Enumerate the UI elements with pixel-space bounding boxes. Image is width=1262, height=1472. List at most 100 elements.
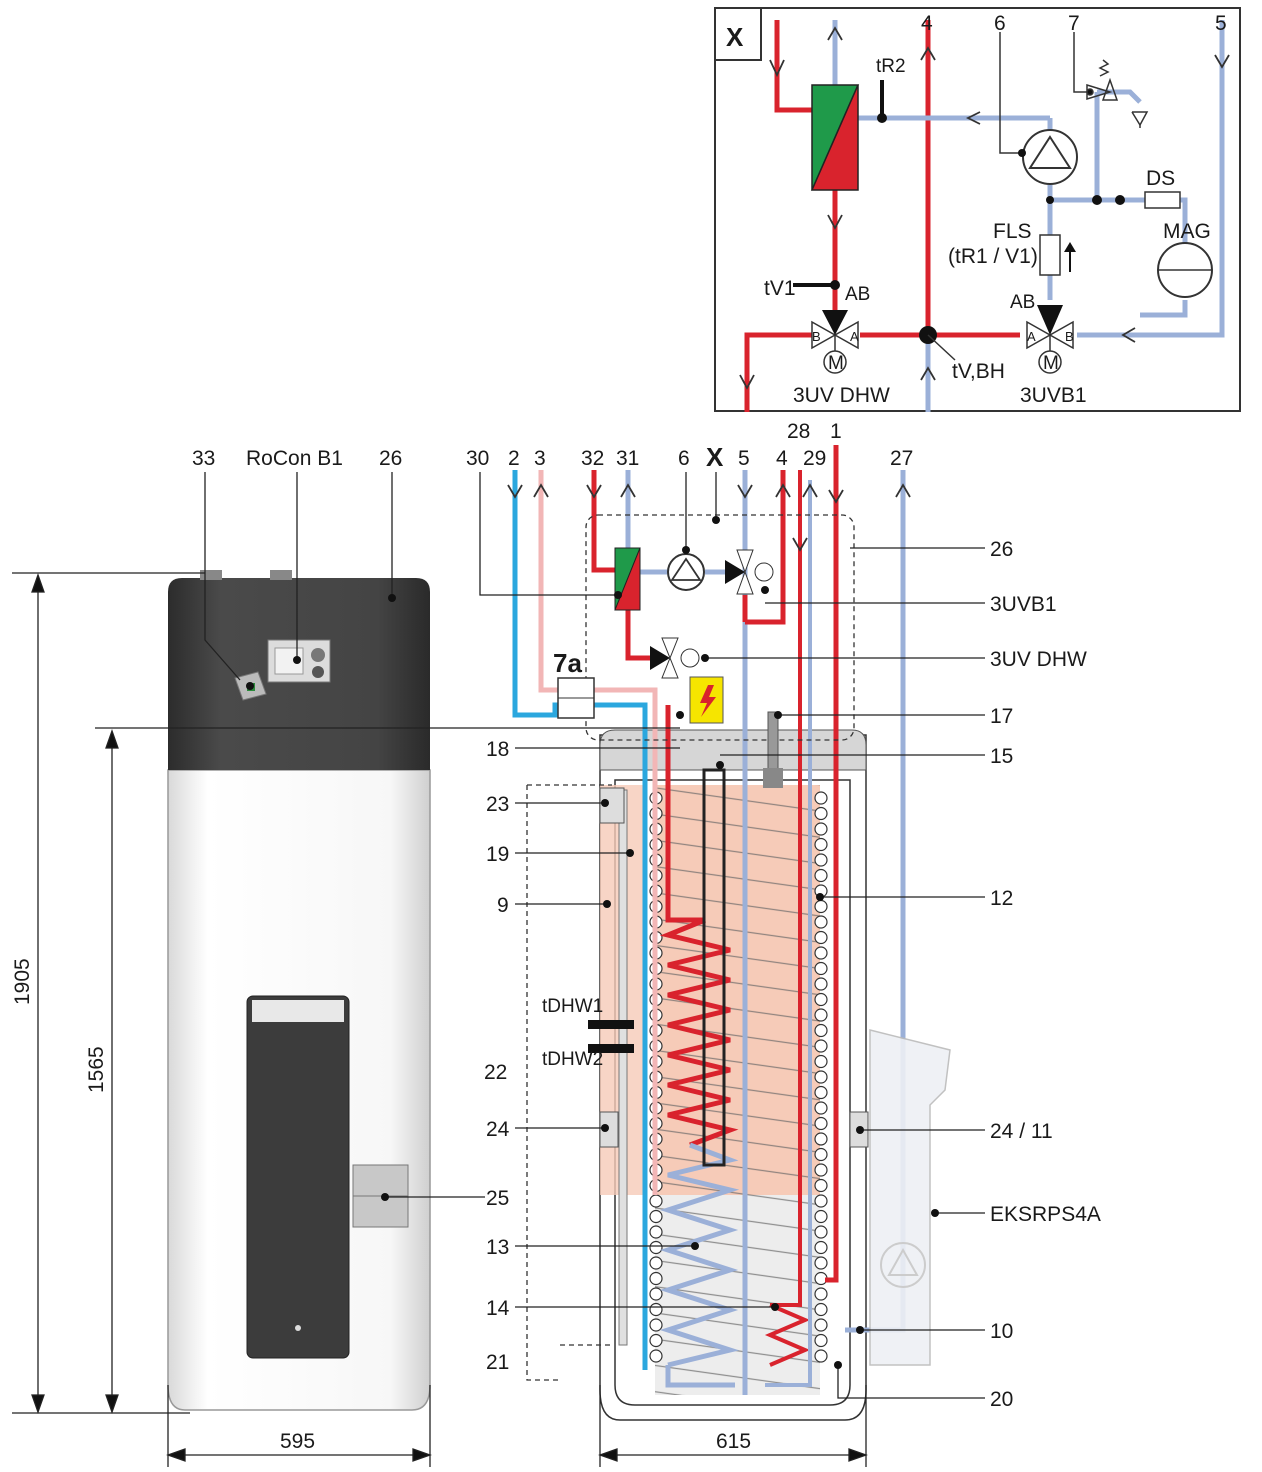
dim-595: 595: [280, 1430, 315, 1453]
inset-ab-left: AB: [845, 284, 870, 305]
label-29: 29: [803, 447, 826, 470]
label-13: 13: [486, 1236, 509, 1259]
inset-badge-box: [714, 7, 762, 61]
coil-tube-circle: [814, 1163, 828, 1177]
leader-lines: [204, 472, 985, 1399]
inset-valve-3uv-dhw: M B A: [811, 310, 859, 374]
label-19: 19: [486, 843, 509, 866]
coil-tube-circle: [649, 1240, 663, 1255]
front-view-unit: [167, 570, 431, 1411]
label-17: 17: [990, 705, 1013, 728]
dimension-lines: [12, 572, 868, 1467]
label-15: 15: [990, 745, 1013, 768]
coil-tube-circle: [814, 1256, 828, 1270]
label-4: 4: [776, 447, 788, 470]
coil-tube-circle: [649, 1287, 663, 1301]
coil-tube-circle: [814, 1318, 828, 1332]
coil-tube-circle: [814, 1194, 828, 1208]
section-valve-3uv-dhw: [650, 637, 700, 679]
coil-tube-circle: [814, 1349, 828, 1363]
label-10: 10: [990, 1320, 1013, 1343]
coil-tube-circle: [814, 961, 828, 976]
pipe-32: [591, 470, 615, 573]
inset-frame: [714, 7, 1241, 412]
coil-tube-circle: [649, 1318, 663, 1332]
inset-valve-right-label: 3UVB1: [1020, 384, 1087, 407]
coil-tube-circle: [814, 791, 828, 805]
label-18: 18: [486, 738, 509, 761]
svg-text:B: B: [812, 329, 821, 344]
coil-tube-circle: [649, 1302, 663, 1317]
svg-text:M: M: [828, 353, 844, 374]
coil-tube-circle: [814, 1225, 828, 1239]
coil-tube-circle: [814, 1240, 828, 1255]
label-tdhw2: tDHW2: [542, 1049, 603, 1070]
inset-tv1-label: tV1: [764, 277, 796, 300]
hot-coil: [659, 705, 739, 1148]
pipe-3: [538, 470, 658, 1195]
label-14: 14: [486, 1297, 510, 1320]
inset-safety-valve-icon: [1073, 32, 1149, 128]
coil-tube-circle: [814, 1101, 828, 1115]
pipe-4: [745, 470, 786, 625]
inset-pump-icon: [1022, 129, 1078, 185]
inset-mag-label: MAG: [1163, 220, 1211, 243]
label-eksrps4a: EKSRPS4A: [990, 1203, 1101, 1226]
inset-tvbh-label: tV,BH: [952, 360, 1005, 383]
coil-tube-circle: [814, 806, 828, 821]
inset-valve-3uvb1: M A B: [1026, 305, 1074, 374]
coil-tube-circle: [649, 1333, 663, 1348]
front-panel-window: [246, 995, 350, 1359]
inset-schematic: X: [714, 7, 1241, 412]
label-28: 28: [787, 420, 810, 443]
inset-top-label-5: 5: [1215, 12, 1227, 35]
coil-tube-circle: [814, 1178, 828, 1193]
coil-tube-circle: [814, 853, 828, 867]
coil-tube-circle: [814, 1147, 828, 1162]
tank-top-cover: [599, 729, 867, 771]
inset-top-label-6: 6: [994, 12, 1006, 35]
label-33: 33: [192, 447, 215, 470]
cold-coil: [659, 1142, 740, 1388]
electric-rod: [702, 768, 726, 1167]
coil-tube-circle: [814, 1287, 828, 1301]
svg-text:A: A: [850, 329, 859, 344]
coil-tube-circle: [814, 915, 828, 929]
coil-tube-circle: [814, 1054, 828, 1069]
label-6: 6: [678, 447, 690, 470]
label-22: 22: [484, 1061, 507, 1084]
inset-top-label-7: 7: [1068, 12, 1080, 35]
coil-tube-circle: [814, 1333, 828, 1348]
coil-tube-circle: [649, 1256, 663, 1270]
label-20: 20: [990, 1388, 1013, 1411]
coil-tube-circle: [814, 1085, 828, 1100]
coil-tube-circle: [814, 899, 828, 914]
label-5: 5: [738, 447, 750, 470]
label-23: 23: [486, 793, 509, 816]
coil-tube-circle: [649, 1194, 663, 1208]
inset-fls-label: FLS: [993, 220, 1032, 243]
coil-tube-circle: [814, 946, 828, 960]
coil-tube-circle: [814, 822, 828, 836]
coil-tube-circle: [814, 1116, 828, 1131]
module-x-outline: [585, 514, 855, 741]
label-2: 2: [508, 447, 520, 470]
coil-circles-right: [814, 791, 828, 1363]
label-12: 12: [990, 887, 1013, 910]
solar-coil: [764, 470, 811, 1367]
inset-ds-icon: [1144, 191, 1181, 209]
coil-tube-circle: [814, 977, 828, 991]
label-rocon: RoCon B1: [246, 447, 343, 470]
inset-fls-icon: [1039, 234, 1061, 276]
label-1: 1: [830, 420, 842, 443]
pipe-3uv-dhw: [625, 610, 650, 661]
dim-1905: 1905: [11, 958, 34, 1005]
sensor-pocket-19: [618, 789, 628, 1346]
label-24: 24: [486, 1118, 510, 1141]
pipe-1: [825, 445, 839, 1283]
inset-valve-left-label: 3UV DHW: [793, 384, 890, 407]
inset-hx-red: [810, 84, 859, 191]
coil-tube-circle: [814, 1070, 828, 1084]
label-26-top: 26: [379, 447, 402, 470]
label-26-right: 26: [990, 538, 1013, 561]
